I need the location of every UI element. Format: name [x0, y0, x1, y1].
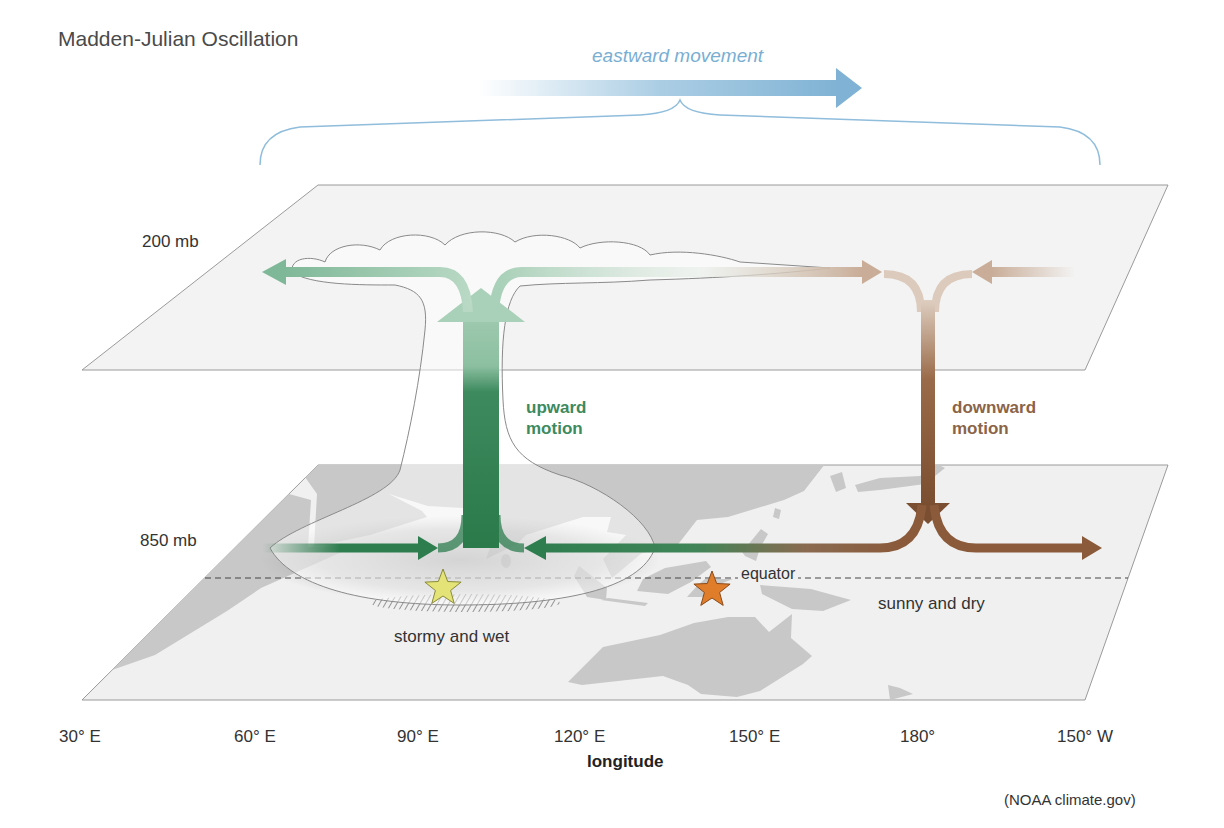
upper-wind-arrow	[262, 259, 286, 285]
land-shape	[830, 472, 846, 492]
motion-label: upward motion	[526, 397, 608, 440]
downward-arrow	[935, 274, 972, 312]
land-shape	[760, 585, 851, 611]
equator-label: equator	[738, 564, 798, 584]
upper-wind-arrow	[862, 260, 882, 284]
movement-label: eastward movement	[592, 44, 763, 68]
tick-label: 150° E	[729, 726, 780, 747]
eastward-arrow	[836, 68, 862, 108]
star-marker	[425, 569, 461, 603]
upward-arrow	[437, 288, 525, 322]
upper-wind-arrow	[972, 260, 992, 284]
downward-arrow	[884, 274, 921, 312]
lower-wind-arrow	[524, 536, 546, 560]
level-label: 850 mb	[140, 530, 197, 551]
tick-label: 30° E	[59, 726, 101, 747]
downward-arrow	[921, 300, 935, 505]
motion-label: downward motion	[952, 397, 1048, 440]
weather-label: stormy and wet	[394, 626, 509, 647]
tick-label: 150° W	[1057, 726, 1113, 747]
credit-caption: (NOAA climate.gov)	[1004, 791, 1136, 810]
land-shape	[888, 685, 913, 700]
upward-arrow	[463, 320, 499, 548]
upward-arrow	[496, 515, 524, 548]
lower-wind-arrow	[262, 544, 418, 553]
diagram-title: Madden-Julian Oscillation	[58, 26, 298, 52]
tick-label: 90° E	[397, 726, 439, 747]
lower-wind-arrow	[418, 536, 438, 560]
span-brace	[260, 100, 1100, 165]
eastward-arrow	[478, 80, 838, 96]
downward-arrow	[906, 503, 950, 524]
land-shape	[568, 614, 812, 697]
upper-wind-arrow	[494, 272, 862, 312]
tick-label: 180°	[900, 726, 935, 747]
upward-arrow	[438, 515, 466, 548]
weather-label: sunny and dry	[878, 593, 985, 614]
upper-wind-arrow	[285, 272, 468, 312]
level-label: 200 mb	[142, 231, 199, 252]
land-shape	[601, 598, 648, 606]
tick-label: 120° E	[554, 726, 605, 747]
lower-wind-arrow	[1082, 536, 1102, 560]
land-shape	[773, 508, 781, 519]
lower-wind-arrow	[934, 505, 1082, 548]
axis-title: longitude	[587, 751, 663, 772]
star-marker	[694, 571, 730, 605]
upper-wind-arrow	[992, 267, 1075, 277]
tick-label: 60° E	[234, 726, 276, 747]
lower-wind-arrow	[545, 505, 922, 548]
